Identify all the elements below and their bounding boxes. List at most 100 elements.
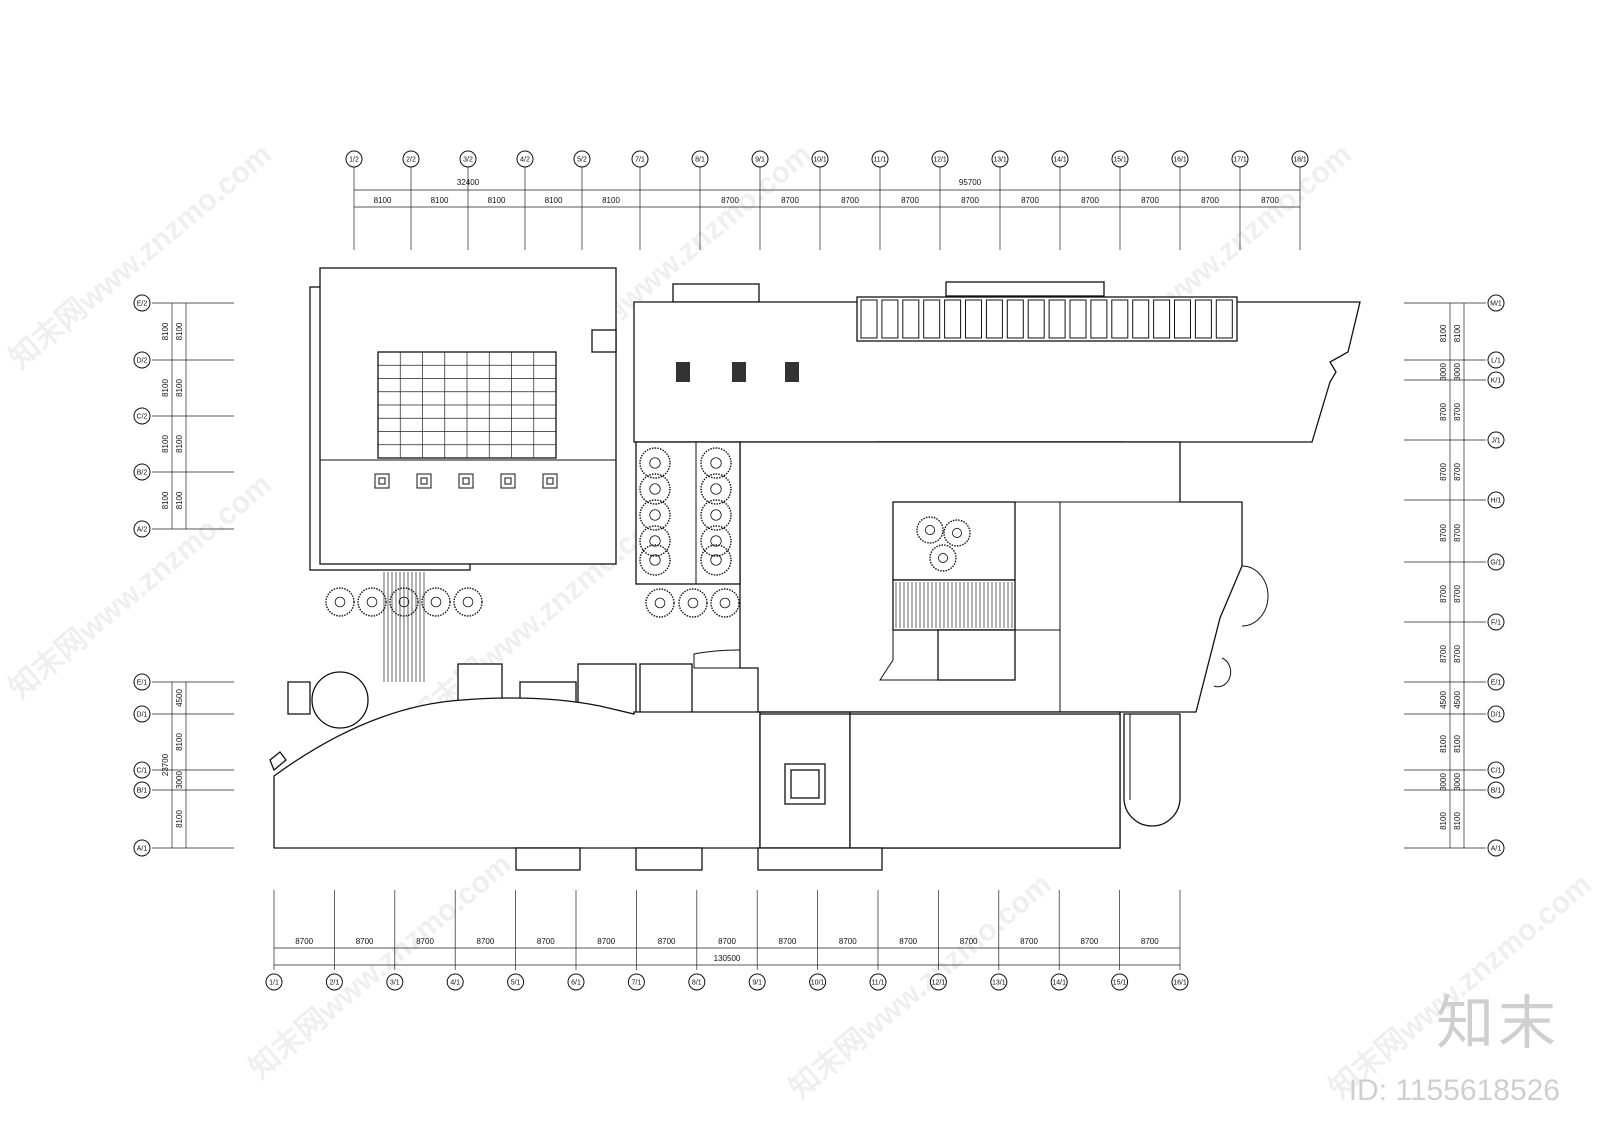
- tree-trunk: [710, 483, 722, 495]
- roof-vent-inner: [378, 477, 386, 485]
- right-axis-label-circle: [1487, 839, 1505, 857]
- right-axis-label-circle: [1487, 673, 1505, 691]
- bottom-axis-label: 8/1: [692, 980, 702, 987]
- tree-icon: [943, 519, 971, 547]
- tree-canopy: [700, 544, 732, 576]
- left-upper-dim-label: 8100: [175, 435, 184, 453]
- top-axis-label: 4/2: [520, 157, 530, 164]
- left-upper-axis-label: A/2: [137, 527, 148, 534]
- bottom-axis-label: 11/1: [871, 980, 884, 987]
- tree-trunk: [710, 509, 722, 521]
- bottom-axis-label: 12/1: [932, 980, 946, 987]
- left-upper-dim-label: 8100: [161, 435, 170, 453]
- top-axis-label: 8/1: [695, 157, 705, 164]
- top-axis-label-circle: [345, 150, 363, 168]
- tree-icon: [639, 525, 671, 557]
- top-total-label: 32400: [457, 178, 480, 187]
- tree-trunk: [430, 596, 442, 608]
- upper-right-block: [633, 281, 1361, 465]
- roof-vent-inner: [504, 477, 512, 485]
- right-axis-label-circle: [1487, 491, 1505, 509]
- tree-trunk: [654, 597, 666, 609]
- bottom-axis-label-circle: [688, 973, 706, 991]
- top-dim-label: 8700: [721, 196, 739, 205]
- right-dim-label: 8700: [1439, 403, 1448, 421]
- tree-trunk: [952, 528, 962, 538]
- left-lower-dim-label: 3000: [175, 771, 184, 789]
- top-axis-label-circle: [811, 150, 829, 168]
- roof-hatch-2: [732, 362, 746, 382]
- bottom-dim-label: 8700: [477, 937, 495, 946]
- right-dim-label: 8700: [1453, 463, 1462, 481]
- upper-left-block: [309, 267, 617, 682]
- right-dim-label: 8700: [1439, 524, 1448, 542]
- top-axis-label: 14/1: [1053, 157, 1067, 164]
- tree-trunk: [649, 535, 661, 547]
- tree-canopy: [639, 447, 671, 479]
- top-dim-label: 8700: [901, 196, 919, 205]
- top-dim-label: 8700: [1261, 196, 1279, 205]
- tree-icon: [421, 587, 451, 617]
- tree-trunk: [710, 554, 722, 566]
- tree-canopy: [916, 516, 944, 544]
- right-axis-label: C/1: [1491, 768, 1502, 775]
- tree-trunk: [938, 553, 948, 563]
- clerestory-panel: [923, 299, 941, 339]
- roof-vent: [416, 473, 432, 489]
- clerestory-panel: [944, 299, 962, 339]
- left-upper-dim-label: 8100: [161, 379, 170, 397]
- right-axis-label: E/1: [1491, 680, 1502, 687]
- tree-trunk: [649, 457, 661, 469]
- watermark-text-1: 知末网www.znzmo.com: [3, 138, 277, 376]
- left-lower-axis-label-circle: [133, 673, 151, 691]
- top-dim-label: 8100: [374, 196, 392, 205]
- top-axis-label-circle: [459, 150, 477, 168]
- top-dim-label: 8100: [488, 196, 506, 205]
- top-axis-label: 1/2: [349, 157, 359, 164]
- tree-trunk: [719, 597, 731, 609]
- top-axis-label-circle: [516, 150, 534, 168]
- clerestory-panel: [1111, 299, 1129, 339]
- left-upper-dim-label: 8100: [161, 491, 170, 509]
- tree-canopy: [639, 525, 671, 557]
- top-dim-label: 8700: [781, 196, 799, 205]
- bottom-axis-label-circle: [748, 973, 766, 991]
- right-axis-label-circle: [1487, 613, 1505, 631]
- top-dim-label: 8700: [841, 196, 859, 205]
- bottom-dim-label: 8700: [718, 937, 736, 946]
- top-axis-label-circle: [931, 150, 949, 168]
- tree-icon: [645, 588, 675, 618]
- left-lower-axis-label-circle: [133, 761, 151, 779]
- roof-vent-inner: [462, 477, 470, 485]
- right-dim-label: 8700: [1453, 585, 1462, 603]
- bottom-axis-label: 7/1: [632, 980, 642, 987]
- right-dim-label: 8700: [1439, 585, 1448, 603]
- bottom-axis-label: 16/1: [1173, 980, 1187, 987]
- bottom-axis-label-circle: [809, 973, 827, 991]
- tree-canopy: [700, 447, 732, 479]
- bottom-axis-label: 4/1: [450, 980, 460, 987]
- tree-icon: [916, 516, 944, 544]
- clerestory-panel: [1048, 299, 1066, 339]
- tree-canopy: [639, 499, 671, 531]
- right-axis-label-circle: [1487, 761, 1505, 779]
- tree-canopy: [929, 544, 957, 572]
- bottom-axis-label-circle: [507, 973, 525, 991]
- right-axis-label-circle: [1487, 553, 1505, 571]
- right-axis-label-circle: [1487, 781, 1505, 799]
- tree-icon: [700, 525, 732, 557]
- tree-canopy: [710, 588, 740, 618]
- right-axis-label-circle: [1487, 371, 1505, 389]
- tree-trunk: [925, 525, 935, 535]
- top-axis-label-circle: [1051, 150, 1069, 168]
- bottom-axis-label: 15/1: [1113, 980, 1127, 987]
- left-lower-axis-label: D/1: [137, 712, 148, 719]
- right-axis-label-circle: [1487, 431, 1505, 449]
- clerestory-panel: [1027, 299, 1045, 339]
- stair-box: [591, 329, 617, 353]
- left-upper-axis-label: D/2: [137, 358, 148, 365]
- left-upper-axis-label: E/2: [137, 301, 148, 308]
- tree-icon: [700, 544, 732, 576]
- roof-vent: [458, 473, 474, 489]
